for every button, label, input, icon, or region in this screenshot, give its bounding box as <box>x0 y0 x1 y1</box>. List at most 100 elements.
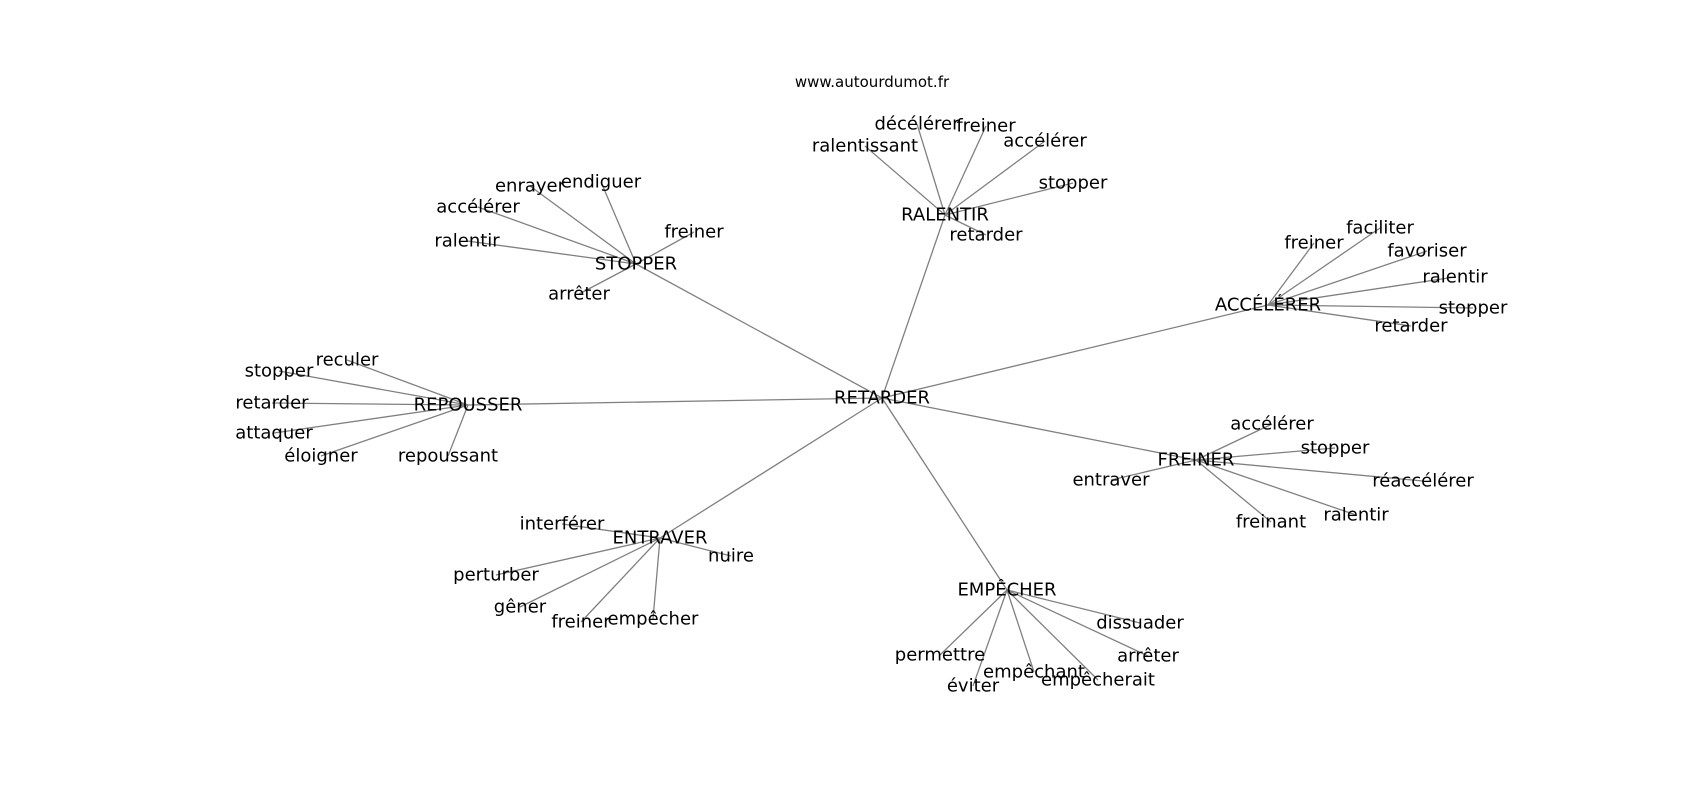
leaf-node-label: permettre <box>895 645 985 666</box>
leaf-node-label: freinant <box>1236 512 1306 533</box>
hub-leaf-edge <box>1195 459 1357 516</box>
hub-leaf-edge <box>529 185 637 265</box>
center-hub-edge <box>881 214 946 399</box>
hub-node-label: ENTRAVER <box>613 528 708 549</box>
leaf-node-label: retarder <box>235 393 309 414</box>
hub-leaf-edge <box>972 589 1008 687</box>
leaf-node-label: stopper <box>1301 438 1370 459</box>
leaf-node-label: attaquer <box>235 423 313 444</box>
leaf-node-label: perturber <box>453 565 539 586</box>
hub-leaf-edge <box>495 537 661 576</box>
leaf-node-label: dissuader <box>1096 613 1184 634</box>
leaf-node-label: arrêter <box>1117 646 1179 667</box>
leaf-node-label: reculer <box>316 350 379 371</box>
hub-leaf-edge <box>1267 227 1381 306</box>
leaf-node-label: empêcher <box>608 609 699 630</box>
leaf-node-label: accélérer <box>1230 414 1314 435</box>
hub-leaf-edge <box>1267 242 1315 306</box>
leaf-node-label: faciliter <box>1346 218 1414 239</box>
leaf-node-label: ralentir <box>434 231 500 252</box>
leaf-node-label: empêcherait <box>1041 670 1155 691</box>
leaf-node-label: enrayer <box>495 176 566 197</box>
hub-leaf-edge <box>1006 589 1149 657</box>
hub-leaf-edge <box>939 589 1008 656</box>
hub-leaf-edge <box>271 402 469 406</box>
hub-leaf-edge <box>635 231 695 265</box>
hub-leaf-edge <box>320 404 469 457</box>
center-hub-edge <box>881 397 1008 591</box>
hub-leaf-edge <box>578 263 637 295</box>
leaf-node-label: freiner <box>664 222 724 243</box>
graph-labels: RETARDERRALENTIRdécélérerfreinerralentis… <box>235 114 1508 697</box>
leaf-node-label: retarder <box>1374 316 1448 337</box>
hub-node-label: FREINER <box>1158 450 1235 471</box>
leaf-node-label: retarder <box>949 225 1023 246</box>
hub-node-label: REPOUSSER <box>414 395 523 416</box>
leaf-node-label: interférer <box>520 514 605 535</box>
hub-node-label: RALENTIR <box>901 205 989 226</box>
hub-leaf-edge <box>1267 304 1412 327</box>
hub-leaf-edge <box>944 140 1046 216</box>
leaf-node-label: décélérer <box>874 114 960 135</box>
center-hub-edge <box>881 397 1197 461</box>
leaf-node-label: repoussant <box>398 446 498 467</box>
center-hub-edge <box>467 397 883 406</box>
graph-edges <box>271 123 1474 687</box>
hub-leaf-edge <box>346 359 469 406</box>
hub-leaf-edge <box>1267 276 1456 306</box>
hub-leaf-edge <box>600 181 637 265</box>
leaf-node-label: entraver <box>1072 470 1150 491</box>
hub-leaf-edge <box>1195 459 1424 482</box>
hub-leaf-edge <box>1267 304 1474 309</box>
leaf-node-label: stopper <box>245 361 314 382</box>
hub-leaf-edge <box>519 537 661 608</box>
hub-leaf-edge <box>1006 589 1099 681</box>
leaf-node-label: arrêter <box>548 284 610 305</box>
hub-leaf-edge <box>278 370 469 406</box>
hub-leaf-edge <box>659 537 732 557</box>
leaf-node-label: accélérer <box>436 197 520 218</box>
hub-leaf-edge <box>447 404 469 457</box>
hub-node-label: ACCÉLÉRER <box>1215 294 1321 316</box>
center-node-label: RETARDER <box>834 388 930 409</box>
leaf-node-label: stopper <box>1039 173 1108 194</box>
hub-leaf-edge <box>477 206 637 265</box>
hub-leaf-edge <box>1267 250 1428 306</box>
hub-leaf-edge <box>1195 459 1272 523</box>
watermark: www.autourdumot.fr <box>795 73 950 91</box>
hub-leaf-edge <box>1006 589 1141 624</box>
center-hub-edge <box>659 397 883 539</box>
hub-leaf-edge <box>944 182 1074 216</box>
leaf-node-label: réaccélérer <box>1372 471 1474 492</box>
hub-leaf-edge <box>273 404 469 434</box>
hub-leaf-edge <box>466 240 637 265</box>
hub-node-label: EMPÊCHER <box>957 579 1056 601</box>
hub-leaf-edge <box>561 523 661 539</box>
leaf-node-label: freiner <box>1284 233 1344 254</box>
hub-leaf-edge <box>1006 589 1035 673</box>
leaf-node-label: ralentir <box>1422 267 1488 288</box>
leaf-node-label: éviter <box>947 676 1000 697</box>
leaf-node-label: freiner <box>551 612 611 633</box>
hub-leaf-edge <box>944 214 987 236</box>
leaf-node-label: gêner <box>494 597 547 618</box>
leaf-node-label: stopper <box>1439 298 1508 319</box>
leaf-node-label: ralentir <box>1323 505 1389 526</box>
hub-leaf-edge <box>944 125 987 216</box>
hub-leaf-edge <box>580 537 661 623</box>
leaf-node-label: freiner <box>956 116 1016 137</box>
leaf-node-label: éloigner <box>284 446 358 467</box>
hub-leaf-edge <box>864 145 946 216</box>
center-hub-edge <box>635 263 883 399</box>
leaf-node-label: accélérer <box>1003 131 1087 152</box>
leaf-node-label: endiguer <box>561 172 642 193</box>
leaf-node-label: empêchant <box>983 662 1085 683</box>
leaf-node-label: ralentissant <box>812 136 918 157</box>
center-hub-edge <box>881 304 1269 399</box>
leaf-node-label: nuire <box>708 546 754 567</box>
hub-leaf-edge <box>1110 459 1197 481</box>
hub-node-label: STOPPER <box>595 254 677 275</box>
leaf-node-label: favoriser <box>1387 241 1467 262</box>
hub-leaf-edge <box>916 123 946 216</box>
